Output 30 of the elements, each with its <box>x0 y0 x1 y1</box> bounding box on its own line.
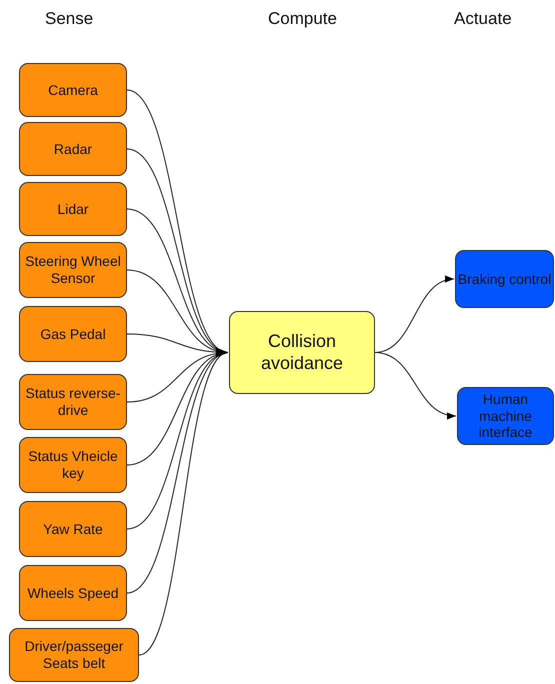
sensor-box <box>9 628 139 682</box>
node-label: Steering Wheel Sensor <box>24 253 122 287</box>
node-label: Camera <box>48 82 98 98</box>
node-label: Human machine interface <box>478 390 534 442</box>
node-label: Radar <box>54 140 92 158</box>
column-heading: Actuate <box>454 9 512 29</box>
sensor-box <box>19 437 127 493</box>
column-heading: Sense <box>45 9 94 29</box>
sensor-box <box>19 63 127 117</box>
node-label: Lidar <box>57 200 89 218</box>
node-label: Wheels Speed <box>27 584 119 602</box>
sensor-box <box>19 242 127 298</box>
node-label: Driver/passeger Seats belt <box>24 638 124 672</box>
node-label: Gas Pedal <box>40 326 106 342</box>
node-label: Braking control <box>458 270 552 288</box>
sensor-box <box>19 122 127 176</box>
sensor-box <box>19 374 127 430</box>
actuator-box <box>457 387 554 445</box>
node-label: Collision avoidance <box>260 330 344 374</box>
sensor-box <box>19 306 127 362</box>
sensor-box <box>19 565 127 621</box>
arrow <box>374 352 456 418</box>
sensor-box <box>19 501 127 557</box>
sensor-box <box>19 182 127 236</box>
node-label: Yaw Rate <box>43 520 103 538</box>
node-label: Status Vheicle key <box>27 448 119 482</box>
column-heading: Compute <box>268 9 337 29</box>
node-label: Status reverse-drive <box>24 385 122 419</box>
process-box <box>229 311 375 394</box>
actuator-box <box>455 250 554 308</box>
